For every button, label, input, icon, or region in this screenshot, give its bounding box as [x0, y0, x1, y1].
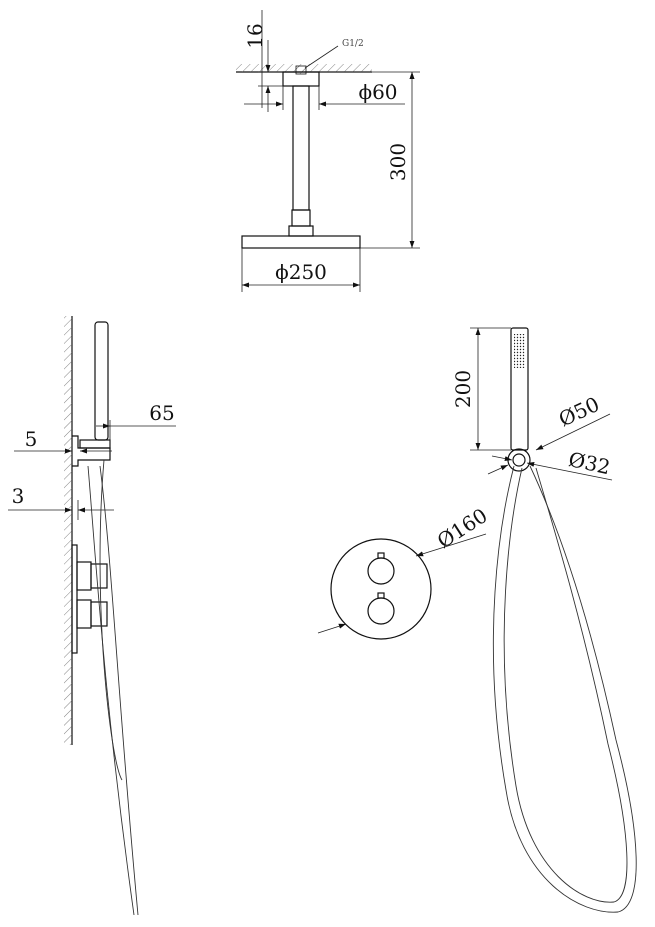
dim-plate-thickness: 3 [12, 484, 25, 508]
hose-front [492, 465, 637, 913]
spray-face [514, 334, 525, 368]
ceiling-shower-view: 16 G1/2 ϕ60 300 ϕ250 [236, 10, 420, 292]
rain-shower-head [241, 235, 361, 249]
shower-arm [292, 85, 310, 211]
dim-head-diameter: ϕ250 [275, 260, 327, 284]
handshower-side [94, 321, 109, 441]
dim-arm-length: 300 [386, 143, 410, 181]
knob-upper-front [367, 557, 395, 585]
dim-flange-diameter: ϕ60 [358, 80, 397, 104]
knob-lower-side [76, 599, 92, 629]
front-view: Ø160 200 Ø50 Ø32 [317, 327, 637, 913]
head-connector [288, 225, 314, 237]
wall-outlet-inner [512, 453, 526, 467]
knob-upper-side [76, 561, 92, 591]
handshower-front [510, 327, 529, 451]
side-view: 65 5 3 [8, 316, 176, 916]
dim-handshower-length: 200 [451, 370, 475, 408]
arm-joint [291, 209, 311, 227]
dim-outlet-outer: Ø50 [555, 392, 603, 431]
dim-outlet-inner: Ø32 [566, 447, 612, 479]
valve-plate-side [71, 544, 78, 654]
dim-flange-height: 16 [243, 23, 267, 48]
thread-label: G1/2 [342, 39, 364, 49]
holder-bracket-side [72, 435, 111, 467]
hose-side [87, 465, 135, 916]
dim-holder-depth: 65 [149, 401, 174, 425]
dim-plate-diameter: Ø160 [433, 503, 492, 553]
wall-hatch [64, 316, 72, 745]
thread-connector [295, 65, 307, 75]
valve-plate-front [330, 538, 432, 640]
dim-holder-base: 5 [25, 427, 38, 451]
knob-lower-front [367, 597, 395, 625]
